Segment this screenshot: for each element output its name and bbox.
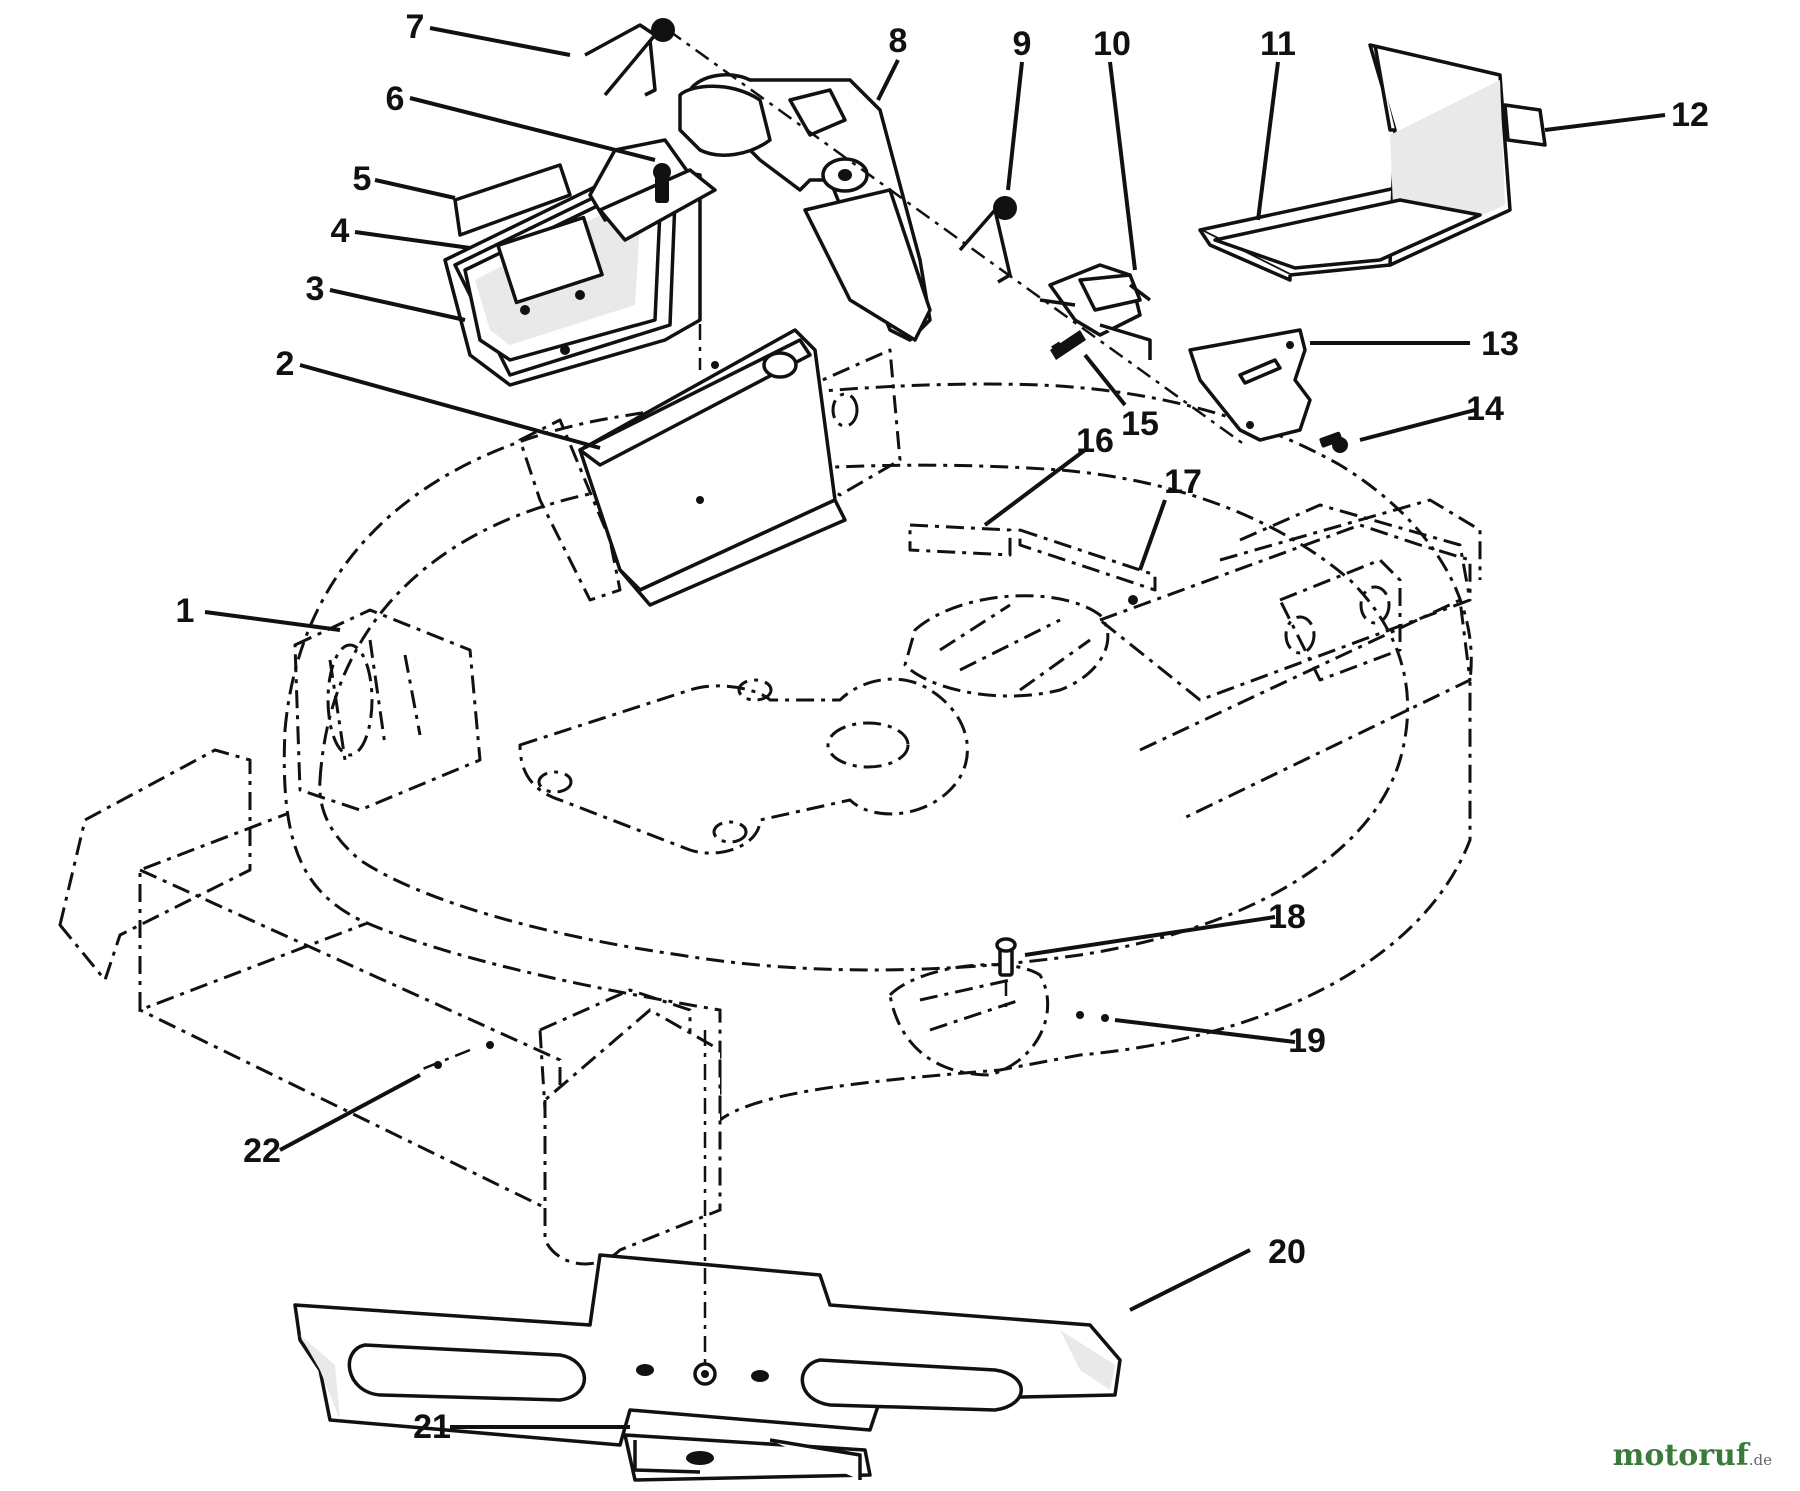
callout-15: 15 [1121,405,1159,443]
callout-10: 10 [1093,25,1131,63]
callout-13: 13 [1481,325,1519,363]
callout-labels: 1 2 3 4 5 6 7 8 9 10 11 12 13 14 15 16 1… [176,8,1709,1446]
part-18-bolt [995,937,1017,977]
part-9-spring [958,196,1017,284]
watermark-tld: .de [1748,1451,1772,1469]
callout-17: 17 [1164,463,1202,501]
part-7-spring [584,18,675,97]
part-6-bracket [588,138,717,242]
assembly-center-lines [419,28,1246,1365]
part-13-plate [1188,328,1312,442]
part-15-spring [1050,330,1086,360]
mower-deck [58,348,1482,1266]
part-16-decal [908,523,1012,557]
part-20-blade [293,1253,1122,1447]
callout-12: 12 [1671,96,1709,134]
callout-19: 19 [1288,1022,1326,1060]
callout-2: 2 [276,345,295,383]
part-14-screw [1319,431,1348,453]
leader-lines [204,26,1666,1429]
callout-4: 4 [331,212,350,250]
callout-18: 18 [1268,898,1306,936]
callout-11: 11 [1260,25,1296,63]
callout-20: 20 [1268,1233,1306,1271]
callout-7: 7 [406,8,425,46]
part-2-rear-cover [578,328,847,607]
part-5-hinge-rod [453,163,572,237]
callout-16: 16 [1076,422,1114,460]
part-4-label [463,193,662,362]
callout-5: 5 [353,160,372,198]
part-11-deflector [1198,43,1512,282]
callout-14: 14 [1466,390,1504,428]
callout-6: 6 [386,80,405,118]
callout-1: 1 [176,592,195,630]
part-12-pad [1503,103,1547,147]
part-10-latch [1039,263,1152,360]
part-21-adapter [623,1433,872,1482]
callout-3: 3 [306,270,325,308]
part-8-pivot-bracket [678,73,932,342]
callout-22: 22 [243,1132,281,1170]
callout-9: 9 [1013,25,1032,63]
watermark-logo: motoruf.de [1613,1438,1772,1473]
callout-21: 21 [413,1408,451,1446]
callout-8: 8 [889,22,908,60]
part-17-strip [1018,528,1157,605]
watermark-brand: motoruf [1612,1438,1749,1473]
